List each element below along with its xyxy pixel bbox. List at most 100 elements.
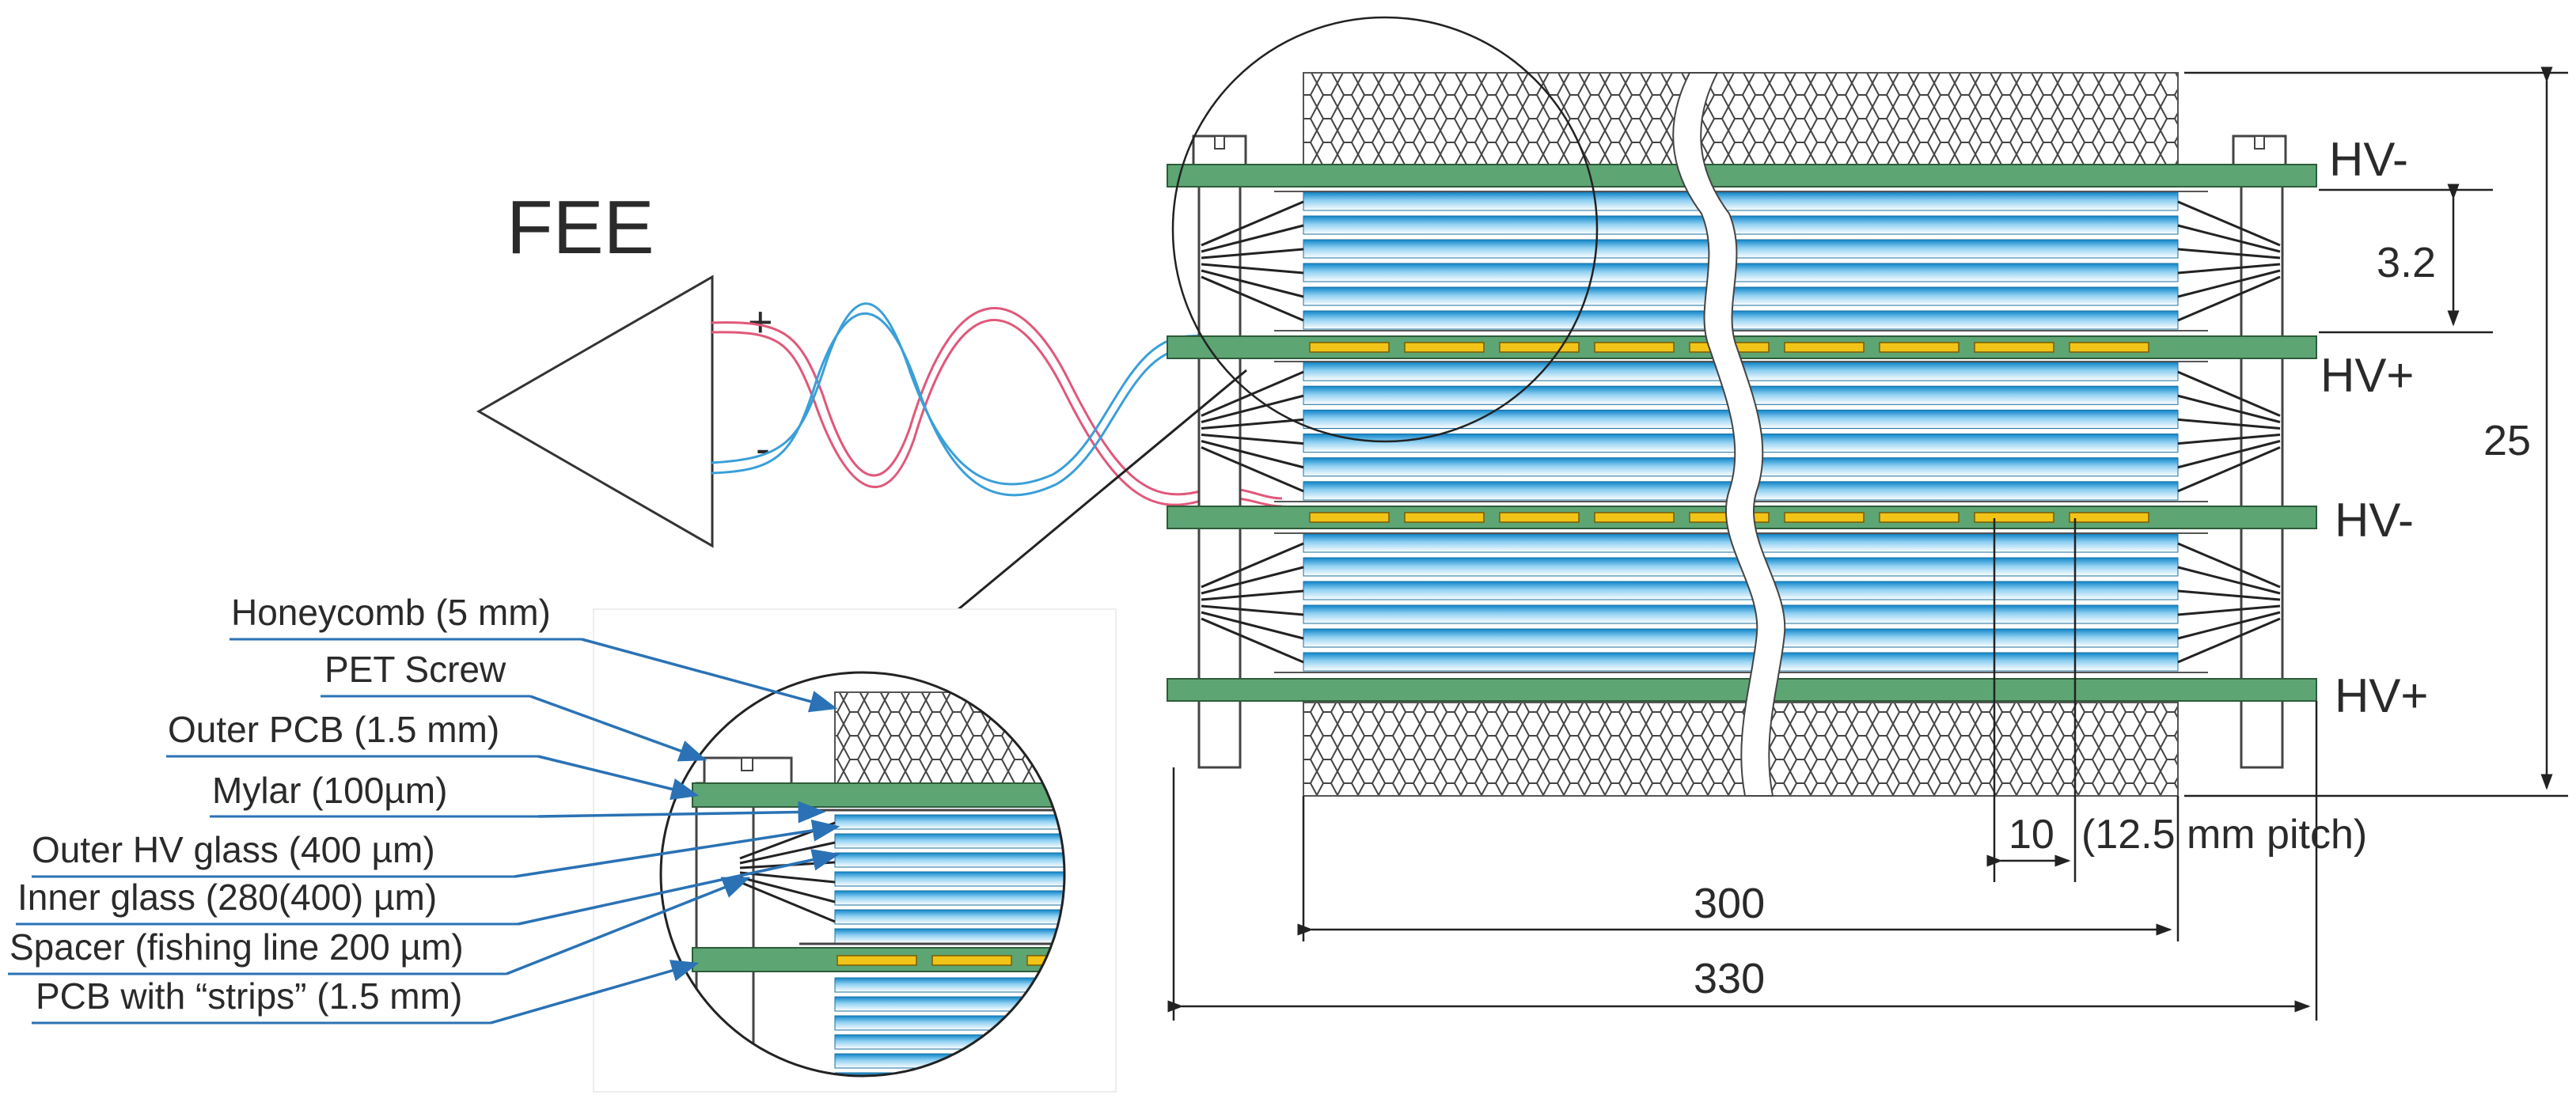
spacer-wire — [2177, 440, 2281, 469]
spacer-wire — [2177, 248, 2281, 259]
spacer-wire — [1201, 617, 1304, 664]
readout-strip — [1404, 512, 1485, 523]
detail-glass-plate — [834, 852, 1064, 868]
glass-plate — [1303, 191, 2179, 211]
callout-label: Inner glass (280(400) µm) — [17, 877, 437, 918]
spacer-wire — [2177, 275, 2281, 322]
glass-plate — [1303, 263, 2179, 282]
detail-readout-strip — [931, 955, 1012, 966]
spacer-wire — [2177, 566, 2281, 595]
detail-glass-plate — [834, 890, 1064, 906]
height-value: 25 — [2483, 417, 2531, 464]
fee-title: FEE — [506, 185, 654, 270]
fee-amplifier: FEE + - — [476, 185, 773, 548]
hv-labels: HV- HV+ HV- HV+ — [2320, 133, 2428, 722]
outer-pcb-bottom — [1167, 678, 2317, 702]
readout-strips — [1309, 342, 2149, 523]
spacer-wire — [2177, 263, 2281, 275]
dimension-lines — [1167, 66, 2568, 1021]
spacer-wires — [1201, 200, 2281, 664]
spacer-wire — [2177, 604, 2281, 616]
strip-width-value: 10 — [2009, 812, 2054, 858]
hv-label-upper-mid: HV+ — [2320, 349, 2414, 402]
strip-pitch-value: (12.5 mm pitch) — [2081, 812, 2367, 858]
detail-readout-strip — [837, 955, 917, 966]
readout-strip — [2069, 512, 2149, 523]
callout-label: Mylar (100µm) — [212, 770, 447, 811]
spacer-wire — [1201, 446, 1304, 493]
pet-screw-left-slot — [1214, 135, 1225, 150]
detail-glass-plate — [834, 909, 1064, 925]
callout-label: Spacer (fishing line 200 µm) — [9, 926, 464, 968]
callout-leader-arrow — [537, 755, 700, 801]
spacer-wire — [1201, 418, 1304, 430]
readout-strip — [1499, 342, 1580, 353]
callout-label: Outer HV glass (400 µm) — [32, 829, 435, 870]
wire-red-2 — [710, 319, 1283, 508]
spacer-wire — [2177, 418, 2281, 430]
glass-plate — [1303, 310, 2179, 330]
readout-strip — [1309, 512, 1390, 523]
zoom-source-circle — [1171, 16, 1599, 443]
zoom-pointer-arrow — [928, 369, 1247, 634]
glass-plate — [1303, 215, 2179, 235]
readout-strip — [1879, 512, 1960, 523]
callout-leader-arrow — [490, 960, 700, 1025]
spacer-wire — [1201, 263, 1304, 275]
spacer-wire — [2177, 224, 2281, 253]
outer-width-value: 330 — [1694, 955, 1765, 1002]
detail-readout-strip — [1122, 956, 1201, 965]
readout-strip — [1784, 342, 1865, 353]
outer-pcb-top — [1167, 164, 2317, 187]
spacer-wire — [1201, 542, 1304, 589]
readout-strip — [1594, 512, 1675, 523]
callout-label: Outer PCB (1.5 mm) — [168, 709, 499, 750]
spacer-wire — [2177, 589, 2281, 601]
magnified-detail — [593, 608, 1201, 1093]
hv-label-top: HV- — [2329, 133, 2408, 186]
magnifier-circle — [659, 671, 1066, 1078]
spacer-wire — [1201, 566, 1304, 595]
spacer-wire — [2177, 200, 2281, 247]
detail-glass-plate — [834, 814, 1064, 830]
callout-leader-arrow — [581, 638, 838, 713]
spacer-wire — [1201, 589, 1304, 601]
detail-pet-screw-slot — [741, 757, 753, 771]
readout-strip — [1974, 512, 2054, 523]
spacer-wire — [2177, 611, 2281, 640]
detail-glass-plate — [834, 928, 1064, 944]
readout-strip — [1784, 512, 1865, 523]
glass-plate — [1303, 286, 2179, 306]
readout-strip — [2069, 342, 2149, 353]
spacer-wire — [2177, 269, 2281, 298]
fee-minus-sign: - — [756, 425, 770, 472]
detail-outer-pcb — [692, 782, 1064, 808]
hv-label-lower-mid: HV- — [2335, 494, 2414, 547]
spacer-wire — [1201, 200, 1304, 247]
amplifier-triangle-icon — [476, 275, 714, 548]
glass-plate — [1303, 604, 2179, 624]
spacer-wire — [2177, 394, 2281, 423]
spacer-wire — [1201, 275, 1304, 322]
spacer-wire — [1201, 611, 1304, 640]
hv-label-bottom: HV+ — [2335, 669, 2428, 722]
detail-spacer-wire — [739, 876, 836, 903]
glass-plate — [1303, 628, 2179, 648]
spacer-wire — [2177, 446, 2281, 493]
callout-label: PET Screw — [324, 649, 506, 690]
spacer-wire — [2177, 542, 2281, 589]
glass-plate — [1303, 652, 2179, 672]
readout-strip — [1309, 342, 1390, 353]
detail-glass-plate — [834, 996, 1064, 1012]
break-line — [1672, 72, 1786, 797]
detail-glass-plate — [834, 833, 1064, 849]
honeycomb-top — [1303, 72, 2179, 167]
pet-screw-right-slot — [2254, 135, 2265, 150]
detail-spacer-wire — [739, 841, 836, 865]
spacer-wire — [1201, 440, 1304, 469]
gap-value: 3.2 — [2377, 239, 2436, 286]
readout-strip — [1499, 512, 1580, 523]
readout-strip — [1404, 342, 1485, 353]
spacer-wire — [1201, 269, 1304, 298]
